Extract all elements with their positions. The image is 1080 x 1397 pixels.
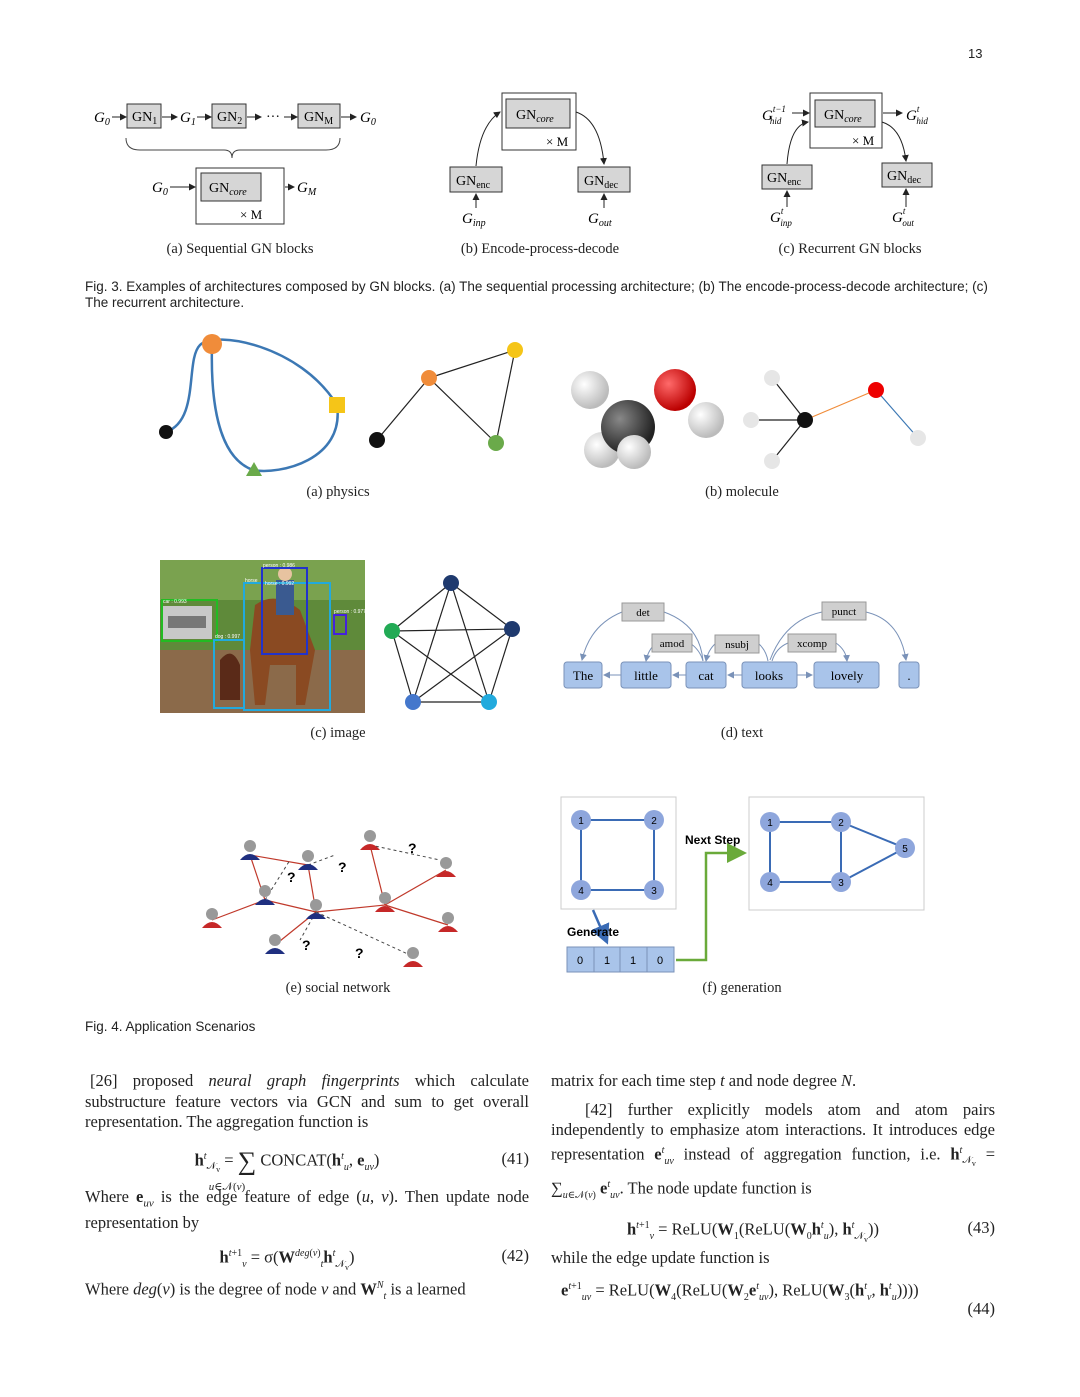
svg-text:?: ?: [408, 840, 417, 856]
fig4b-molecule: [571, 369, 926, 469]
svg-text:Next Step: Next Step: [685, 833, 740, 847]
right-paragraph-1: matrix for each time step t and node deg…: [551, 1071, 857, 1090]
fig4-sub-d: (d) text: [720, 725, 764, 741]
gen-next-step-label: Next Step: [685, 833, 740, 847]
svg-text:1: 1: [578, 816, 584, 827]
svg-text:little: little: [634, 668, 658, 683]
svg-text:1: 1: [604, 955, 610, 967]
svg-text:?: ?: [355, 945, 364, 961]
svg-text:xcomp: xcomp: [797, 638, 827, 650]
right-paragraph-2: [42] further explicitly models atom and …: [551, 1099, 996, 1201]
svg-text:looks: looks: [755, 668, 783, 683]
fig3-diagram: G0 GN1 G1 GN2 ··· GNM G0 G0 GNcore × M G…: [94, 92, 933, 229]
gen-generate-label: Generate: [567, 925, 619, 939]
fig3-sub-c: (c) Recurrent GN blocks: [778, 241, 922, 257]
ellipsis: ···: [266, 110, 280, 125]
equation-44: et+1uv = ReLU(W4(ReLU(W2etuv), ReLU(W3(h…: [561, 1280, 995, 1318]
left-paragraph-2: Where euv is the edge feature of edge (u…: [85, 1186, 530, 1233]
svg-text:The: The: [573, 668, 593, 683]
svg-text:× M: × M: [546, 134, 569, 149]
svg-text:2: 2: [838, 818, 844, 829]
page-number: 13: [968, 46, 983, 61]
svg-text:amod: amod: [660, 638, 685, 650]
svg-text:4: 4: [578, 886, 584, 897]
svg-text:× M: × M: [852, 133, 875, 148]
repeat-label-b: × M: [546, 134, 569, 149]
svg-text:person : 0.977: person : 0.977: [334, 609, 366, 615]
fig4-sub-c: (c) image: [310, 725, 366, 741]
svg-text:?: ?: [338, 859, 347, 875]
svg-text:det: det: [636, 607, 649, 619]
svg-text:dog : 0.997: dog : 0.997: [215, 634, 240, 640]
equation-43: ht+1v = ReLU(W1(ReLU(W0htu), ht𝒩v)) (43): [626, 1218, 995, 1244]
svg-text:4: 4: [767, 878, 773, 889]
svg-text:horse: horse: [245, 578, 258, 584]
fig4c-image: person : 0.986 horse : 0.992 car : 0.993…: [160, 560, 520, 713]
svg-text:1: 1: [630, 955, 636, 967]
svg-text:3: 3: [651, 886, 657, 897]
svg-text:?: ?: [287, 869, 296, 885]
svg-text:3: 3: [838, 878, 844, 889]
fig3a-sequential: G0 GN1 G1 GN2 ··· GNM G0 G0 GNcore × M G…: [94, 103, 376, 225]
svg-text:× M: × M: [240, 207, 263, 222]
fig4e-social-network: ? ? ? ? ?: [202, 830, 458, 967]
svg-text:5: 5: [902, 844, 908, 855]
social-users: [202, 830, 458, 967]
fig4-sub-e: (e) social network: [285, 980, 391, 996]
left-column: [26] proposed neural graph fingerprints …: [85, 1071, 529, 1307]
physics-node-black: [159, 425, 173, 439]
fig4-sub-b: (b) molecule: [705, 484, 779, 500]
svg-text:cat: cat: [698, 668, 714, 683]
left-paragraph-3: Where deg(v) is the degree of node v and…: [85, 1279, 466, 1302]
svg-text:.: .: [907, 668, 910, 683]
physics-node-triangle: [246, 462, 262, 476]
svg-text:?: ?: [302, 937, 311, 953]
equation-41: ht𝒩v = ∑ CONCAT(htu, euv) u∈𝒩(v) (41): [194, 1146, 529, 1193]
fig3-caption: Fig. 3. Examples of architectures compos…: [85, 279, 988, 310]
svg-text:car : 0.993: car : 0.993: [163, 599, 187, 605]
svg-text:0: 0: [577, 955, 583, 967]
right-column: matrix for each time step t and node deg…: [551, 1071, 996, 1318]
fig4a-physics: [159, 334, 523, 476]
repeat-label-a: × M: [240, 207, 263, 222]
svg-text:punct: punct: [832, 606, 856, 618]
left-paragraph-1: [26] proposed neural graph fingerprints …: [85, 1071, 529, 1131]
svg-text:0: 0: [657, 955, 663, 967]
equation-42: ht+1v = σ(Wdeg(v)tht𝒩v) (42): [219, 1245, 529, 1272]
svg-text:2: 2: [651, 816, 657, 827]
repeat-label-c: × M: [852, 133, 875, 148]
fig4-sub-a: (a) physics: [306, 484, 370, 500]
fig4d-text: det amod nsubj xcomp punct The little ca…: [563, 601, 920, 689]
right-paragraph-3: while the edge update function is: [551, 1248, 770, 1268]
svg-text:Generate: Generate: [567, 925, 619, 939]
fig4-sub-f: (f) generation: [702, 980, 782, 996]
fig4-diagram: person : 0.986 horse : 0.992 car : 0.993…: [159, 334, 926, 973]
fig3b-encode-process-decode: GNcore × M GNenc GNdec Ginp Gout: [449, 92, 631, 229]
svg-text:1: 1: [767, 818, 773, 829]
fig4-caption: Fig. 4. Application Scenarios: [85, 1019, 256, 1034]
svg-text:nsubj: nsubj: [725, 639, 749, 651]
svg-text:GN2: GN2: [217, 110, 242, 127]
fig3-sub-b: (b) Encode-process-decode: [460, 241, 620, 257]
svg-text:horse : 0.992: horse : 0.992: [265, 581, 294, 587]
fig4f-generation: 1 2 3 4 Generate 0 1 1 0 Next Step 1 2 3…: [560, 796, 925, 973]
fig3-sub-a: (a) Sequential GN blocks: [166, 241, 314, 257]
svg-text:lovely: lovely: [831, 668, 864, 683]
svg-text:person : 0.986: person : 0.986: [263, 563, 295, 569]
physics-node-orange: [202, 334, 222, 354]
svg-text:GN1: GN1: [132, 110, 157, 127]
physics-node-square: [329, 397, 345, 413]
